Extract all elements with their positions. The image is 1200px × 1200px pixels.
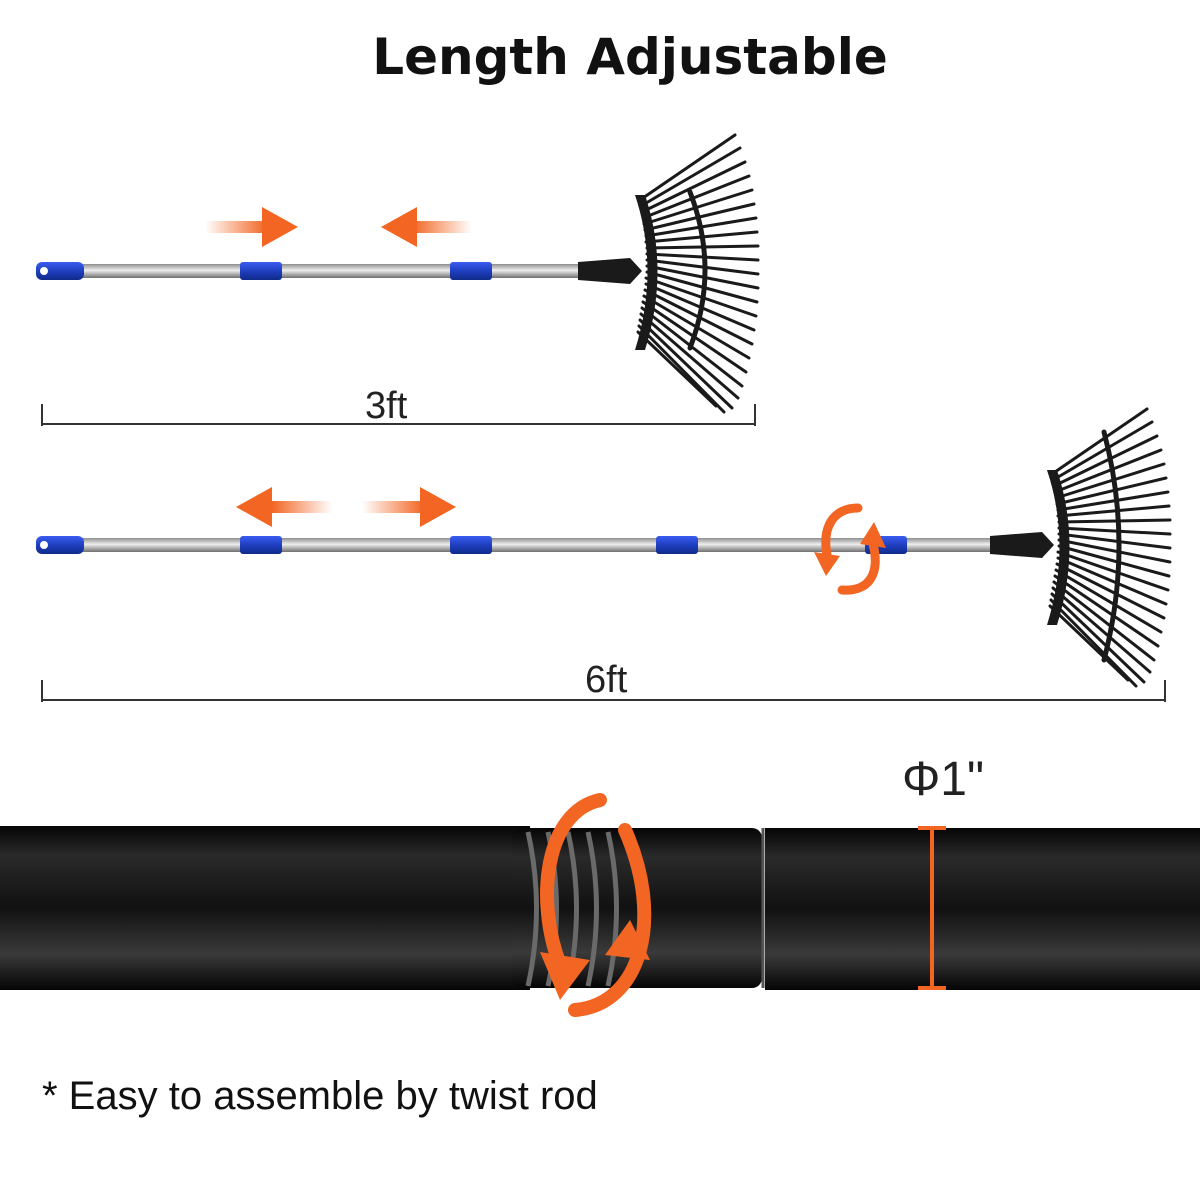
rake-head-icon bbox=[1047, 407, 1172, 688]
twist-rotation-icon bbox=[814, 503, 886, 595]
push-arrow-icon bbox=[362, 487, 456, 527]
grip-cap bbox=[36, 536, 84, 554]
grip-band bbox=[450, 262, 492, 280]
rake-head-icon bbox=[635, 133, 760, 414]
dimension-line bbox=[41, 404, 756, 426]
tube-left bbox=[0, 826, 530, 990]
length-label: 6ft bbox=[585, 659, 628, 701]
grip-band bbox=[656, 536, 698, 554]
grip-band bbox=[240, 536, 282, 554]
grip-band bbox=[240, 262, 282, 280]
grip-band bbox=[450, 536, 492, 554]
tube-closeup bbox=[0, 793, 1200, 1017]
footnote: * Easy to assemble by twist rod bbox=[42, 1074, 598, 1118]
handle bbox=[40, 264, 600, 278]
diameter-label: Φ1" bbox=[902, 753, 985, 806]
rake-long: 6ft bbox=[36, 407, 1172, 702]
diameter-marker bbox=[918, 826, 946, 990]
length-label: 3ft bbox=[365, 385, 408, 427]
twist-rotation-icon bbox=[540, 793, 652, 1017]
grip-cap bbox=[36, 262, 84, 280]
tube-right bbox=[765, 828, 1200, 990]
page-title: Length Adjustable bbox=[372, 28, 888, 86]
push-arrow-icon bbox=[236, 487, 332, 527]
rake-short: 3ft bbox=[36, 133, 760, 427]
push-arrow-icon bbox=[205, 207, 298, 247]
dimension-line bbox=[41, 680, 1166, 702]
handle bbox=[40, 538, 1015, 552]
push-arrow-icon bbox=[381, 207, 472, 247]
